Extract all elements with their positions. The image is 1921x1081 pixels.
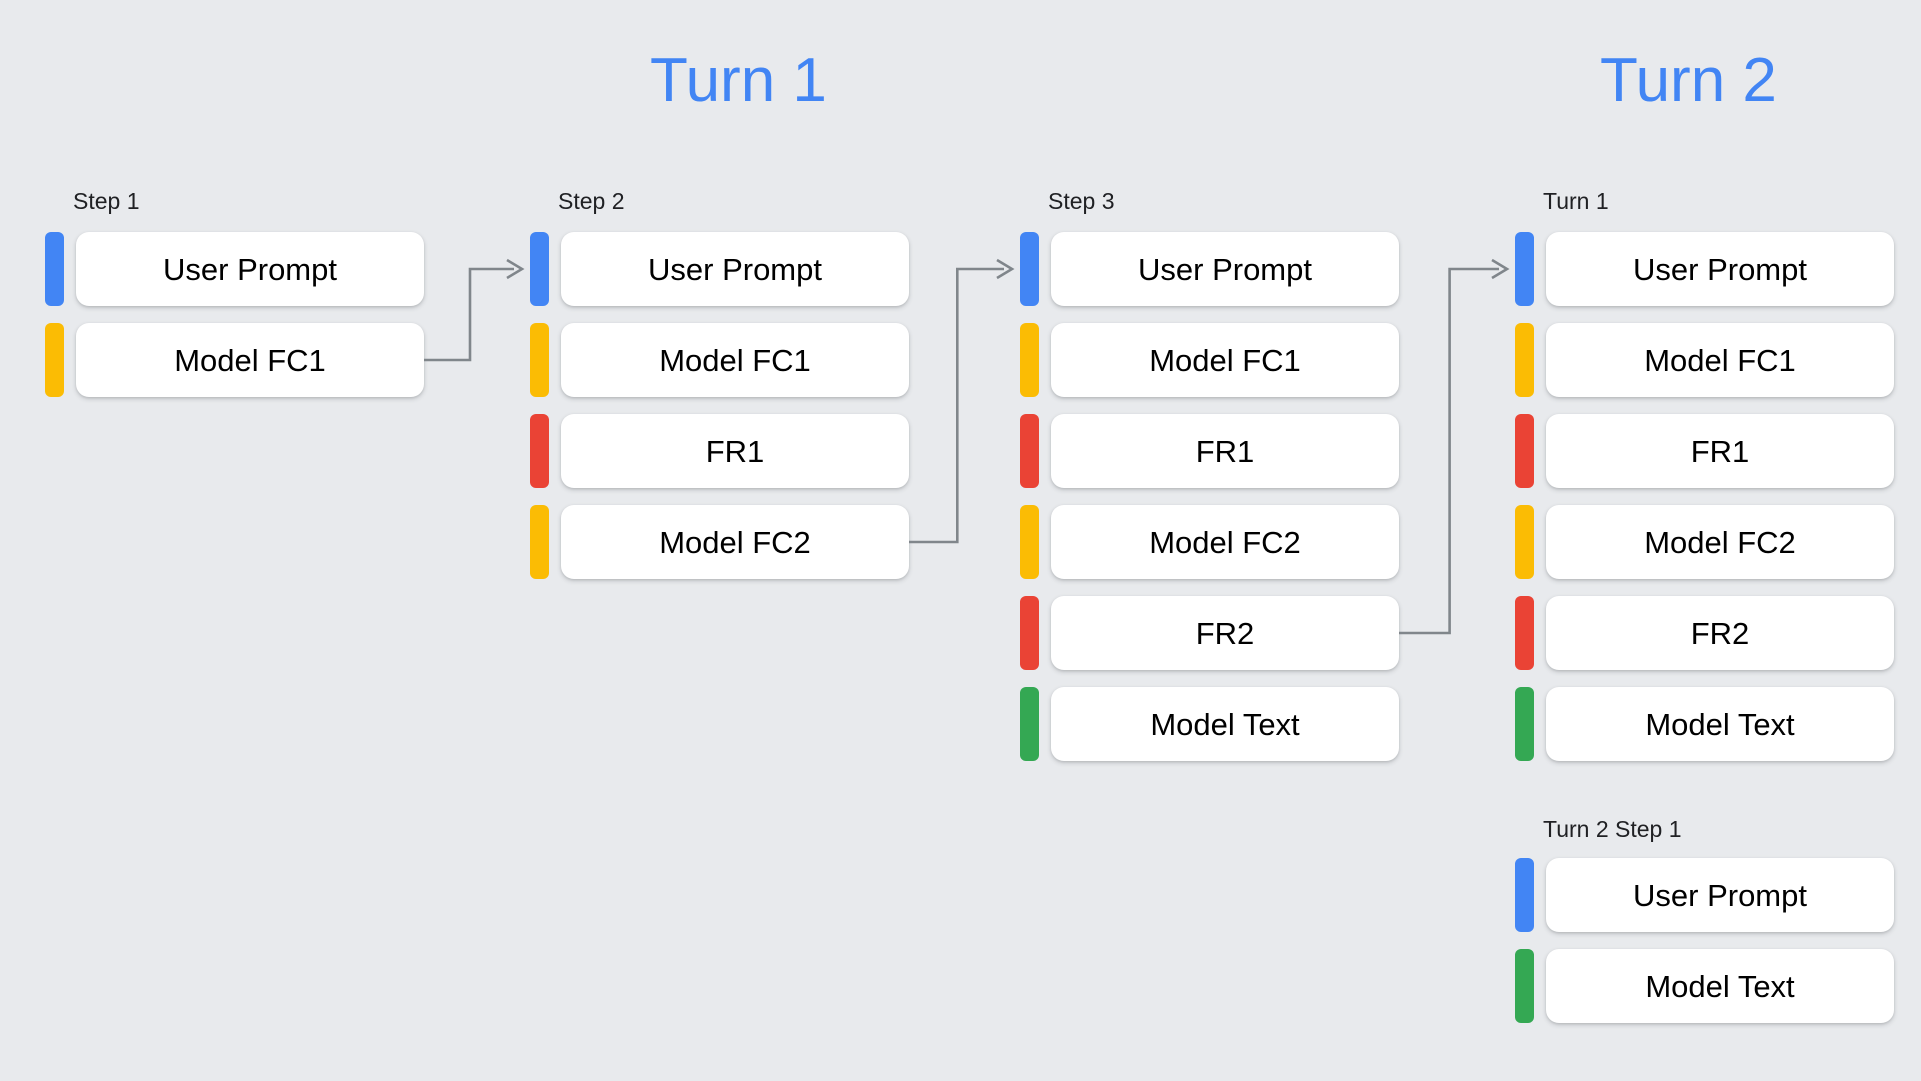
model-function-call-card[interactable]: Model FC1 bbox=[1051, 323, 1399, 397]
model-function-call-card[interactable]: Model FC1 bbox=[1546, 323, 1894, 397]
message-row[interactable]: User Prompt bbox=[1020, 232, 1399, 306]
message-row[interactable]: Model Text bbox=[1515, 687, 1894, 761]
message-row[interactable]: User Prompt bbox=[45, 232, 424, 306]
message-row[interactable]: FR1 bbox=[1515, 414, 1894, 488]
card-label: Model Text bbox=[1645, 968, 1795, 1004]
function-response-card[interactable]: FR2 bbox=[1051, 596, 1399, 670]
model-function-call-card[interactable]: Model FC2 bbox=[561, 505, 909, 579]
column-label-step-2: Step 2 bbox=[558, 188, 625, 214]
model-function-call-color-bar-icon bbox=[530, 323, 549, 397]
card-label: Model FC2 bbox=[1644, 524, 1796, 560]
card-label: User Prompt bbox=[1138, 251, 1312, 287]
user-prompt-card[interactable]: User Prompt bbox=[561, 232, 909, 306]
model-text-color-bar-icon bbox=[1515, 949, 1534, 1023]
card-label: FR2 bbox=[1195, 615, 1255, 651]
card-label: User Prompt bbox=[1633, 877, 1807, 913]
function-response-color-bar-icon bbox=[1515, 596, 1534, 670]
message-row[interactable]: Model Text bbox=[1020, 687, 1399, 761]
message-row[interactable]: Model FC2 bbox=[1020, 505, 1399, 579]
user-prompt-color-bar-icon bbox=[45, 232, 64, 306]
message-row[interactable]: Model FC1 bbox=[45, 323, 424, 397]
model-function-call-color-bar-icon bbox=[1515, 323, 1534, 397]
model-function-call-color-bar-icon bbox=[530, 505, 549, 579]
model-function-call-card[interactable]: Model FC2 bbox=[1546, 505, 1894, 579]
message-row[interactable]: FR1 bbox=[1020, 414, 1399, 488]
message-row[interactable]: User Prompt bbox=[1515, 232, 1894, 306]
column-label-turn-1: Turn 1 bbox=[1543, 188, 1609, 214]
function-response-color-bar-icon bbox=[1515, 414, 1534, 488]
turn-2-title: Turn 2 bbox=[1600, 46, 1777, 115]
user-prompt-card[interactable]: User Prompt bbox=[76, 232, 424, 306]
turn-1-title: Turn 1 bbox=[650, 46, 827, 115]
function-response-card[interactable]: FR1 bbox=[1546, 414, 1894, 488]
message-row[interactable]: Model FC2 bbox=[1515, 505, 1894, 579]
model-function-call-color-bar-icon bbox=[1020, 505, 1039, 579]
user-prompt-card[interactable]: User Prompt bbox=[1051, 232, 1399, 306]
model-text-card[interactable]: Model Text bbox=[1051, 687, 1399, 761]
message-row[interactable]: Model FC1 bbox=[530, 323, 909, 397]
message-row[interactable]: FR2 bbox=[1515, 596, 1894, 670]
function-response-color-bar-icon bbox=[1020, 596, 1039, 670]
message-row[interactable]: Model Text bbox=[1515, 949, 1894, 1023]
message-row[interactable]: User Prompt bbox=[530, 232, 909, 306]
model-text-color-bar-icon bbox=[1515, 687, 1534, 761]
card-label: FR1 bbox=[705, 433, 765, 469]
message-row[interactable]: Model FC2 bbox=[530, 505, 909, 579]
function-response-color-bar-icon bbox=[1020, 414, 1039, 488]
message-row[interactable]: FR2 bbox=[1020, 596, 1399, 670]
message-row[interactable]: Model FC1 bbox=[1515, 323, 1894, 397]
model-function-call-card[interactable]: Model FC2 bbox=[1051, 505, 1399, 579]
card-label: Model FC1 bbox=[1644, 342, 1796, 378]
card-label: FR1 bbox=[1690, 433, 1750, 469]
card-label: Model FC1 bbox=[174, 342, 326, 378]
message-row[interactable]: User Prompt bbox=[1515, 858, 1894, 932]
column-label-turn-2-step-1: Turn 2 Step 1 bbox=[1543, 816, 1682, 842]
card-label: User Prompt bbox=[648, 251, 822, 287]
message-row[interactable]: Model FC1 bbox=[1020, 323, 1399, 397]
function-response-card[interactable]: FR1 bbox=[561, 414, 909, 488]
function-response-card[interactable]: FR2 bbox=[1546, 596, 1894, 670]
model-function-call-color-bar-icon bbox=[45, 323, 64, 397]
function-response-color-bar-icon bbox=[530, 414, 549, 488]
column-label-step-3: Step 3 bbox=[1048, 188, 1115, 214]
user-prompt-card[interactable]: User Prompt bbox=[1546, 232, 1894, 306]
card-label: FR1 bbox=[1195, 433, 1255, 469]
card-label: Model FC1 bbox=[659, 342, 811, 378]
model-text-card[interactable]: Model Text bbox=[1546, 949, 1894, 1023]
model-function-call-color-bar-icon bbox=[1515, 505, 1534, 579]
user-prompt-color-bar-icon bbox=[1515, 232, 1534, 306]
card-label: User Prompt bbox=[1633, 251, 1807, 287]
model-text-card[interactable]: Model Text bbox=[1546, 687, 1894, 761]
user-prompt-card[interactable]: User Prompt bbox=[1546, 858, 1894, 932]
model-function-call-card[interactable]: Model FC1 bbox=[76, 323, 424, 397]
model-text-color-bar-icon bbox=[1020, 687, 1039, 761]
user-prompt-color-bar-icon bbox=[1020, 232, 1039, 306]
card-label: Model Text bbox=[1150, 706, 1300, 742]
card-label: Model Text bbox=[1645, 706, 1795, 742]
message-row[interactable]: FR1 bbox=[530, 414, 909, 488]
function-response-card[interactable]: FR1 bbox=[1051, 414, 1399, 488]
card-label: Model FC2 bbox=[1149, 524, 1301, 560]
card-label: Model FC2 bbox=[659, 524, 811, 560]
card-label: Model FC1 bbox=[1149, 342, 1301, 378]
card-label: FR2 bbox=[1690, 615, 1750, 651]
model-function-call-color-bar-icon bbox=[1020, 323, 1039, 397]
model-function-call-card[interactable]: Model FC1 bbox=[561, 323, 909, 397]
card-label: User Prompt bbox=[163, 251, 337, 287]
column-label-step-1: Step 1 bbox=[73, 188, 140, 214]
user-prompt-color-bar-icon bbox=[530, 232, 549, 306]
user-prompt-color-bar-icon bbox=[1515, 858, 1534, 932]
